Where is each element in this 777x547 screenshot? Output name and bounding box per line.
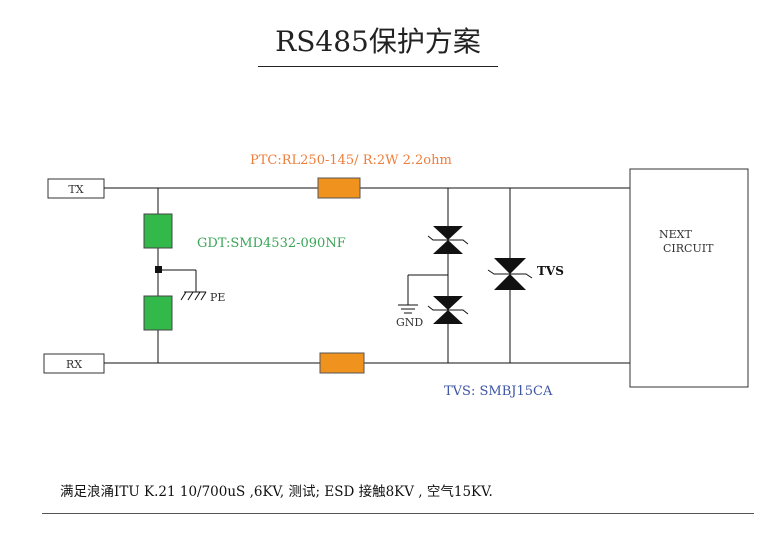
next-circuit-block bbox=[629, 168, 749, 388]
footer-note: 满足浪涌ITU K.21 10/700uS ,6KV, 测试; ESD 接触8K… bbox=[60, 484, 493, 500]
tvs-icon bbox=[487, 258, 533, 290]
tvs-symbol-label: TVS bbox=[537, 264, 564, 278]
ptc-rx bbox=[319, 352, 365, 374]
tvs-part-label: TVS: SMBJ15CA bbox=[444, 384, 553, 399]
title-underline bbox=[258, 66, 498, 67]
ptc-label: PTC:RL250-145/ R:2W 2.2ohm bbox=[250, 153, 452, 168]
next-circuit-line2: CIRCUIT bbox=[663, 242, 714, 255]
gdt-label: GDT:SMD4532-090NF bbox=[197, 236, 346, 251]
tx-label: TX bbox=[68, 183, 83, 196]
pe-ground-icon bbox=[180, 291, 207, 301]
tvs-lower-icon bbox=[427, 296, 469, 324]
page-title: RS485保护方案 bbox=[275, 25, 481, 58]
next-circuit-line1: NEXT bbox=[659, 228, 692, 241]
gdt-upper bbox=[143, 213, 173, 249]
pe-label: PE bbox=[210, 291, 225, 304]
ptc-tx bbox=[317, 177, 361, 199]
rx-label: RX bbox=[66, 358, 82, 371]
tvs-upper-icon bbox=[427, 226, 469, 254]
gdt-lower bbox=[143, 295, 173, 331]
footer-divider bbox=[42, 513, 754, 514]
gnd-ground-icon bbox=[398, 304, 418, 314]
gnd-label: GND bbox=[396, 316, 423, 329]
